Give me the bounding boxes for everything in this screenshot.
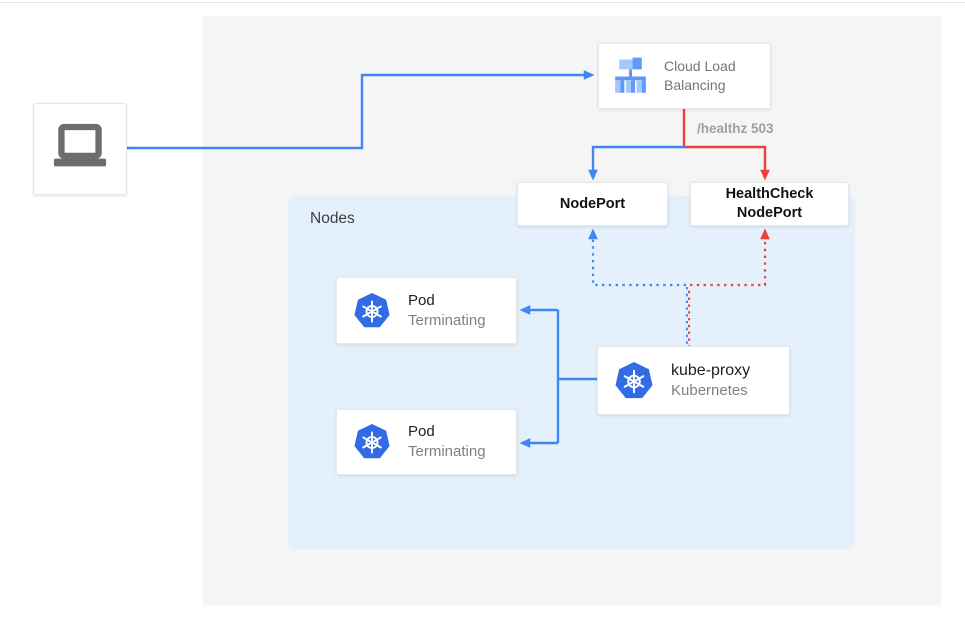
cloud-load-balancing-label: Cloud Load Balancing bbox=[664, 58, 736, 93]
nodeport-label: NodePort bbox=[559, 195, 626, 212]
kubernetes-icon bbox=[615, 361, 653, 398]
healthz-status-label: /healthz 503 bbox=[697, 121, 774, 136]
pod-1-status: Terminating bbox=[408, 311, 486, 329]
pod-2-status: Terminating bbox=[408, 443, 486, 460]
kube-proxy-node: kube-proxy Kubernetes bbox=[597, 346, 790, 415]
healthcheck-label-line1: HealthCheck bbox=[725, 186, 814, 202]
kubernetes-icon bbox=[354, 423, 390, 459]
client-node bbox=[33, 103, 127, 195]
pod-2-title: Pod bbox=[408, 423, 435, 440]
nodes-group-label: Nodes bbox=[310, 210, 355, 227]
healthcheck-nodeport-node: HealthCheck NodePort bbox=[690, 182, 849, 226]
laptop-icon bbox=[53, 123, 107, 167]
nodeport-node: NodePort bbox=[517, 182, 668, 226]
cloud-load-balancing-node: Cloud Load Balancing bbox=[598, 43, 771, 109]
pod-2-node: Pod Terminating bbox=[336, 409, 517, 475]
kubernetes-icon bbox=[354, 292, 390, 327]
pod-1-node: Pod Terminating bbox=[336, 277, 517, 344]
healthcheck-label-line2: NodePort bbox=[736, 205, 803, 221]
pod-1-title: Pod bbox=[408, 291, 435, 309]
kube-proxy-subtitle: Kubernetes bbox=[671, 381, 748, 399]
cloud-load-balancing-icon bbox=[615, 57, 646, 93]
top-divider bbox=[0, 2, 965, 3]
kube-proxy-title: kube-proxy bbox=[671, 361, 751, 379]
